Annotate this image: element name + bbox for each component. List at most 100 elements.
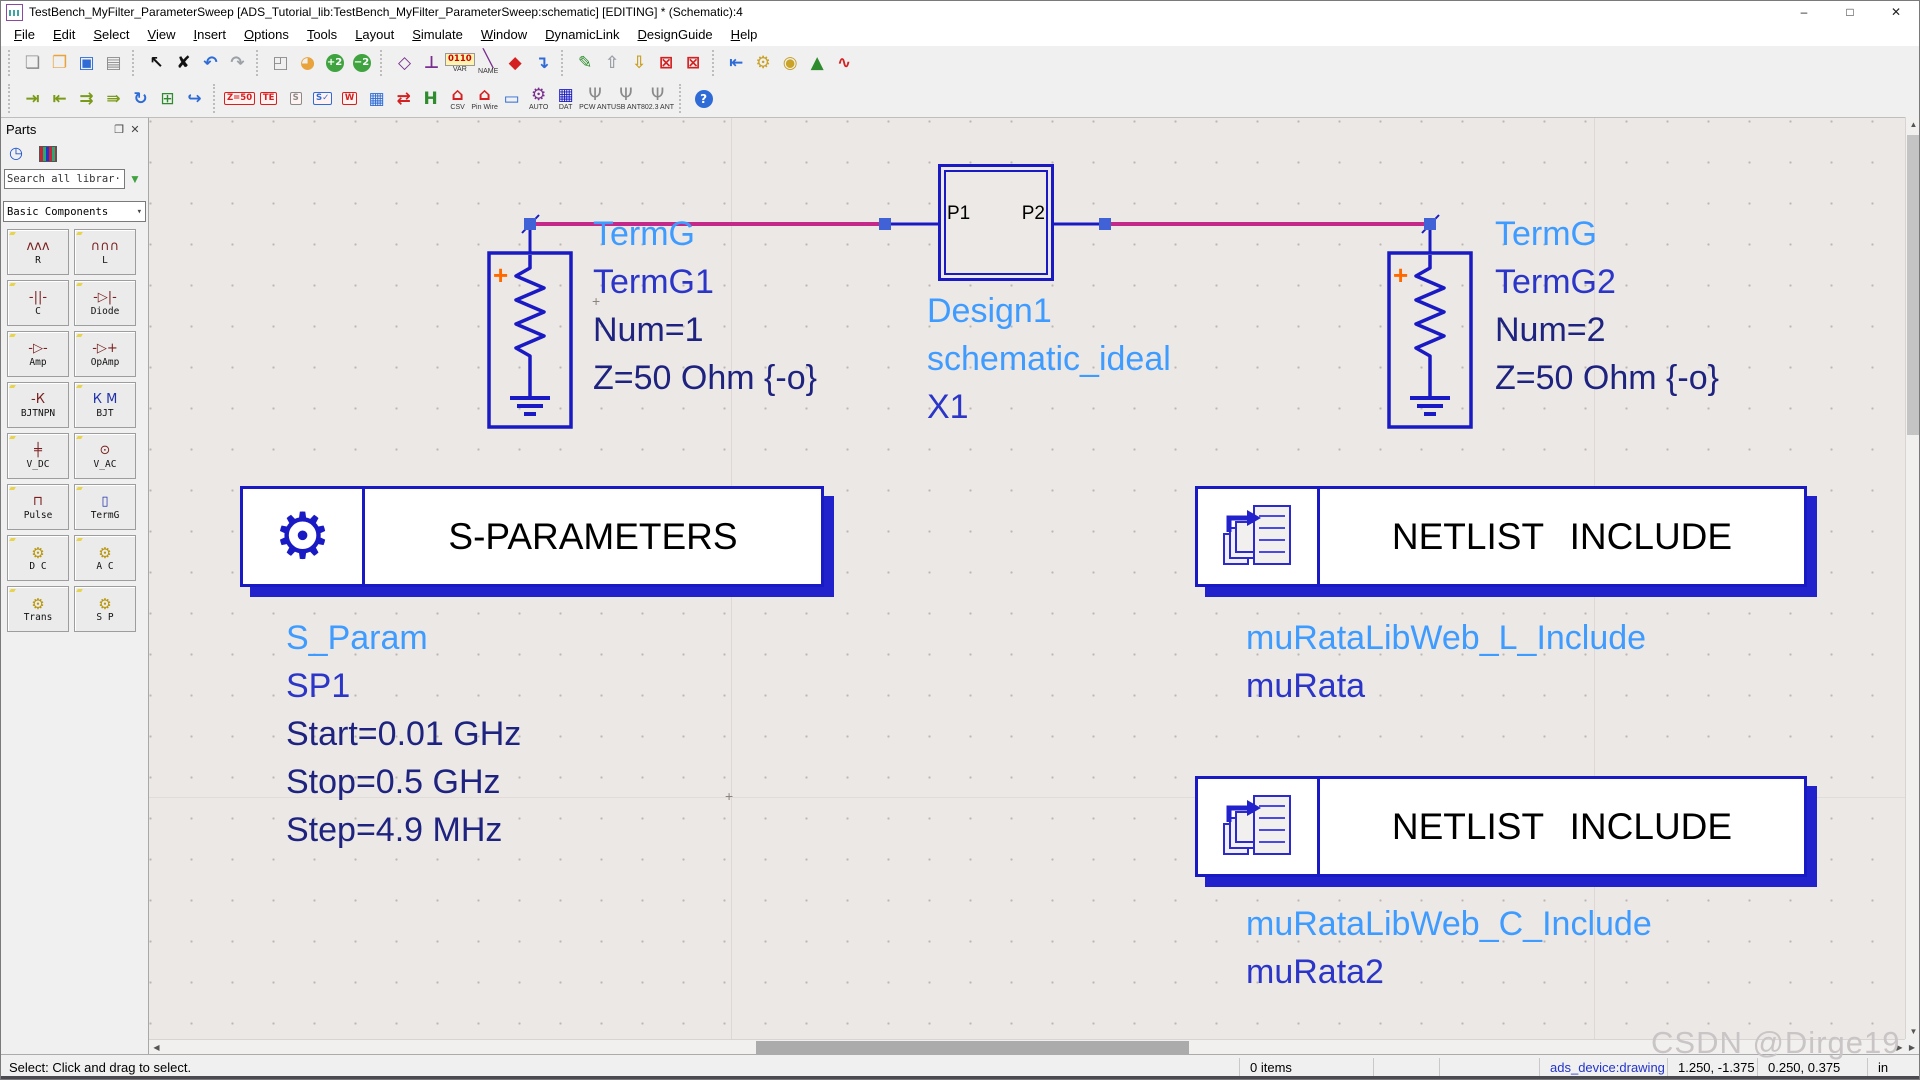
auto-placement-icon[interactable]: ⚙AUTO [528,84,549,111]
scroll-right-icon[interactable]: ▶ [1896,1043,1903,1052]
tee-component-icon[interactable]: TE [255,83,282,115]
palette-item-ac[interactable]: ⚙A C [74,535,136,581]
close-panel-icon[interactable]: ✕ [130,124,140,136]
s-verify-icon[interactable]: S✓ [309,83,336,115]
data-display-icon[interactable]: ∿ [837,53,852,73]
menu-options[interactable]: Options [244,27,289,42]
termg2-symbol[interactable]: + [1386,248,1474,432]
tune-parameters-icon[interactable]: ◉ [782,53,798,73]
toolbar-group-handle[interactable] [711,50,718,76]
recent-parts-icon[interactable]: ◷ [9,145,23,162]
insert-pin-multi-icon[interactable]: ⇛ [106,88,121,109]
print-icon[interactable]: ▤ [105,53,122,73]
filter-icon[interactable]: ▼ [129,172,141,186]
undo-icon[interactable]: ↶ [203,53,218,73]
netlist-include-2[interactable]: NETLIST INCLUDE [1195,776,1807,877]
horizontal-scrollbar[interactable]: ◀ ▶ [149,1039,1907,1055]
move-component-icon[interactable]: ◰ [272,53,289,73]
category-dropdown[interactable]: Basic Components ▾ [3,201,146,222]
back-annotate-icon[interactable]: ⇤ [729,53,744,73]
palette-item-sp[interactable]: ⚙S P [74,586,136,632]
insert-pin-icon[interactable]: ⇥ [25,88,40,109]
delete-icon[interactable]: ✘ [176,53,191,73]
netlist1-annotation[interactable]: muRataLibWeb_L_Include muRata [1246,614,1646,710]
menu-dynamiclink[interactable]: DynamicLink [545,27,620,42]
sparameters-annotation[interactable]: S_Param SP1 Start=0.01 GHz Stop=0.5 GHz … [286,614,521,854]
menu-edit[interactable]: Edit [52,27,76,42]
zoom-out-2x-icon[interactable]: −2 [348,47,375,79]
open-folder-icon[interactable]: ❐ [51,53,68,73]
menu-view[interactable]: View [147,27,176,42]
toolbar-group-handle[interactable] [8,50,14,76]
push-into-hierarchy-icon[interactable]: ↴ [535,53,550,73]
insert-ground-icon[interactable]: ⊥ [423,53,440,73]
wire-label-icon[interactable]: W [336,83,363,115]
scroll-down-icon[interactable]: ▼ [1909,1027,1918,1036]
menu-help[interactable]: Help [730,27,758,42]
menu-layout[interactable]: Layout [355,27,395,42]
toolbar-group-handle[interactable] [213,84,219,113]
save-icon[interactable]: ▣ [78,53,95,73]
help-icon[interactable]: ? [690,83,717,115]
maximize-button[interactable]: □ [1846,5,1854,19]
insert-port-icon[interactable]: ◆ [508,53,522,73]
horizontal-scroll-thumb[interactable] [756,1041,1189,1055]
sparameters-controller[interactable]: ⚙ S-PARAMETERS [240,486,824,587]
minimize-button[interactable]: – [1800,5,1808,19]
transmission-line-icon[interactable]: Z=50 [224,83,256,115]
close-button[interactable]: ✕ [1890,5,1902,19]
subcircuit-symbol[interactable]: P1 P2 [938,164,1054,281]
hierarchy-icon[interactable]: H [423,88,438,109]
simulate-icon[interactable]: ✎ [578,53,593,73]
menu-tools[interactable]: Tools [306,27,338,42]
toolbar-group-handle[interactable] [380,50,386,76]
termg2-annotation[interactable]: TermG TermG2 Num=2 Z=50 Ohm {-o} [1495,210,1719,402]
menu-window[interactable]: Window [480,27,528,42]
deactivate-component-icon[interactable]: ⊠ [659,53,674,73]
subcircuit-annotation[interactable]: Design1 schematic_ideal X1 [927,287,1171,431]
scroll-left-icon[interactable]: ◀ [153,1043,160,1052]
update-schematic-icon[interactable]: ⇧ [605,53,620,73]
toolbar-group-handle[interactable] [132,50,138,76]
palette-item-opamp[interactable]: -▷+OpAmp [74,331,136,377]
parts-search-input[interactable] [4,169,125,189]
redo-icon[interactable]: ↷ [230,53,245,73]
schematic-canvas[interactable]: + + P1 P2 TermG TermG1 Num=1 [149,117,1907,1041]
menu-select[interactable]: Select [93,27,130,42]
new-file-icon[interactable]: ❏ [24,53,41,73]
toolbar-group-handle[interactable] [256,50,262,76]
palette-item-trans[interactable]: ⚙Trans [7,586,69,632]
library-browser-icon[interactable] [38,146,57,162]
scroll-corner[interactable]: ▶ [1905,1039,1919,1055]
palette-item-termg[interactable]: ▯TermG [74,484,136,530]
palette-item-dc[interactable]: ⚙D C [7,535,69,581]
insert-wire-icon[interactable]: ◇ [397,53,412,73]
termg1-annotation[interactable]: TermG TermG1 Num=1 Z=50 Ohm {-o} [593,210,817,402]
pin-wire-icon[interactable]: ⌂Pin Wire [471,84,498,111]
termg1-symbol[interactable]: + [486,248,574,432]
paste-component-icon[interactable]: ⊞ [160,88,175,109]
zoom-in-2x-icon[interactable]: +2 [321,47,348,79]
insert-wire-name-icon[interactable]: ╲NAME [478,49,499,75]
menu-file[interactable]: File [14,27,35,42]
vertical-scrollbar[interactable]: ▲ ▼ [1905,117,1919,1039]
netlist2-annotation[interactable]: muRataLibWeb_C_Include muRata2 [1246,900,1652,996]
toolbar-group-handle[interactable] [8,84,14,113]
toolbar-group-handle[interactable] [560,50,567,76]
repeat-paste-icon[interactable]: ↪ [187,88,202,109]
menu-designguide[interactable]: DesignGuide [637,27,713,42]
menu-insert[interactable]: Insert [193,27,226,42]
float-panel-icon[interactable]: ❐ [114,124,124,136]
palette-item-inductor[interactable]: ∩∩∩L [74,229,136,275]
simulation-setup-icon[interactable]: ⚙ [755,53,771,73]
palette-item-vac[interactable]: ⊙V_AC [74,433,136,479]
vertical-scroll-thumb[interactable] [1907,135,1919,435]
smart-mount-grid-icon[interactable]: ▦ [368,88,385,109]
